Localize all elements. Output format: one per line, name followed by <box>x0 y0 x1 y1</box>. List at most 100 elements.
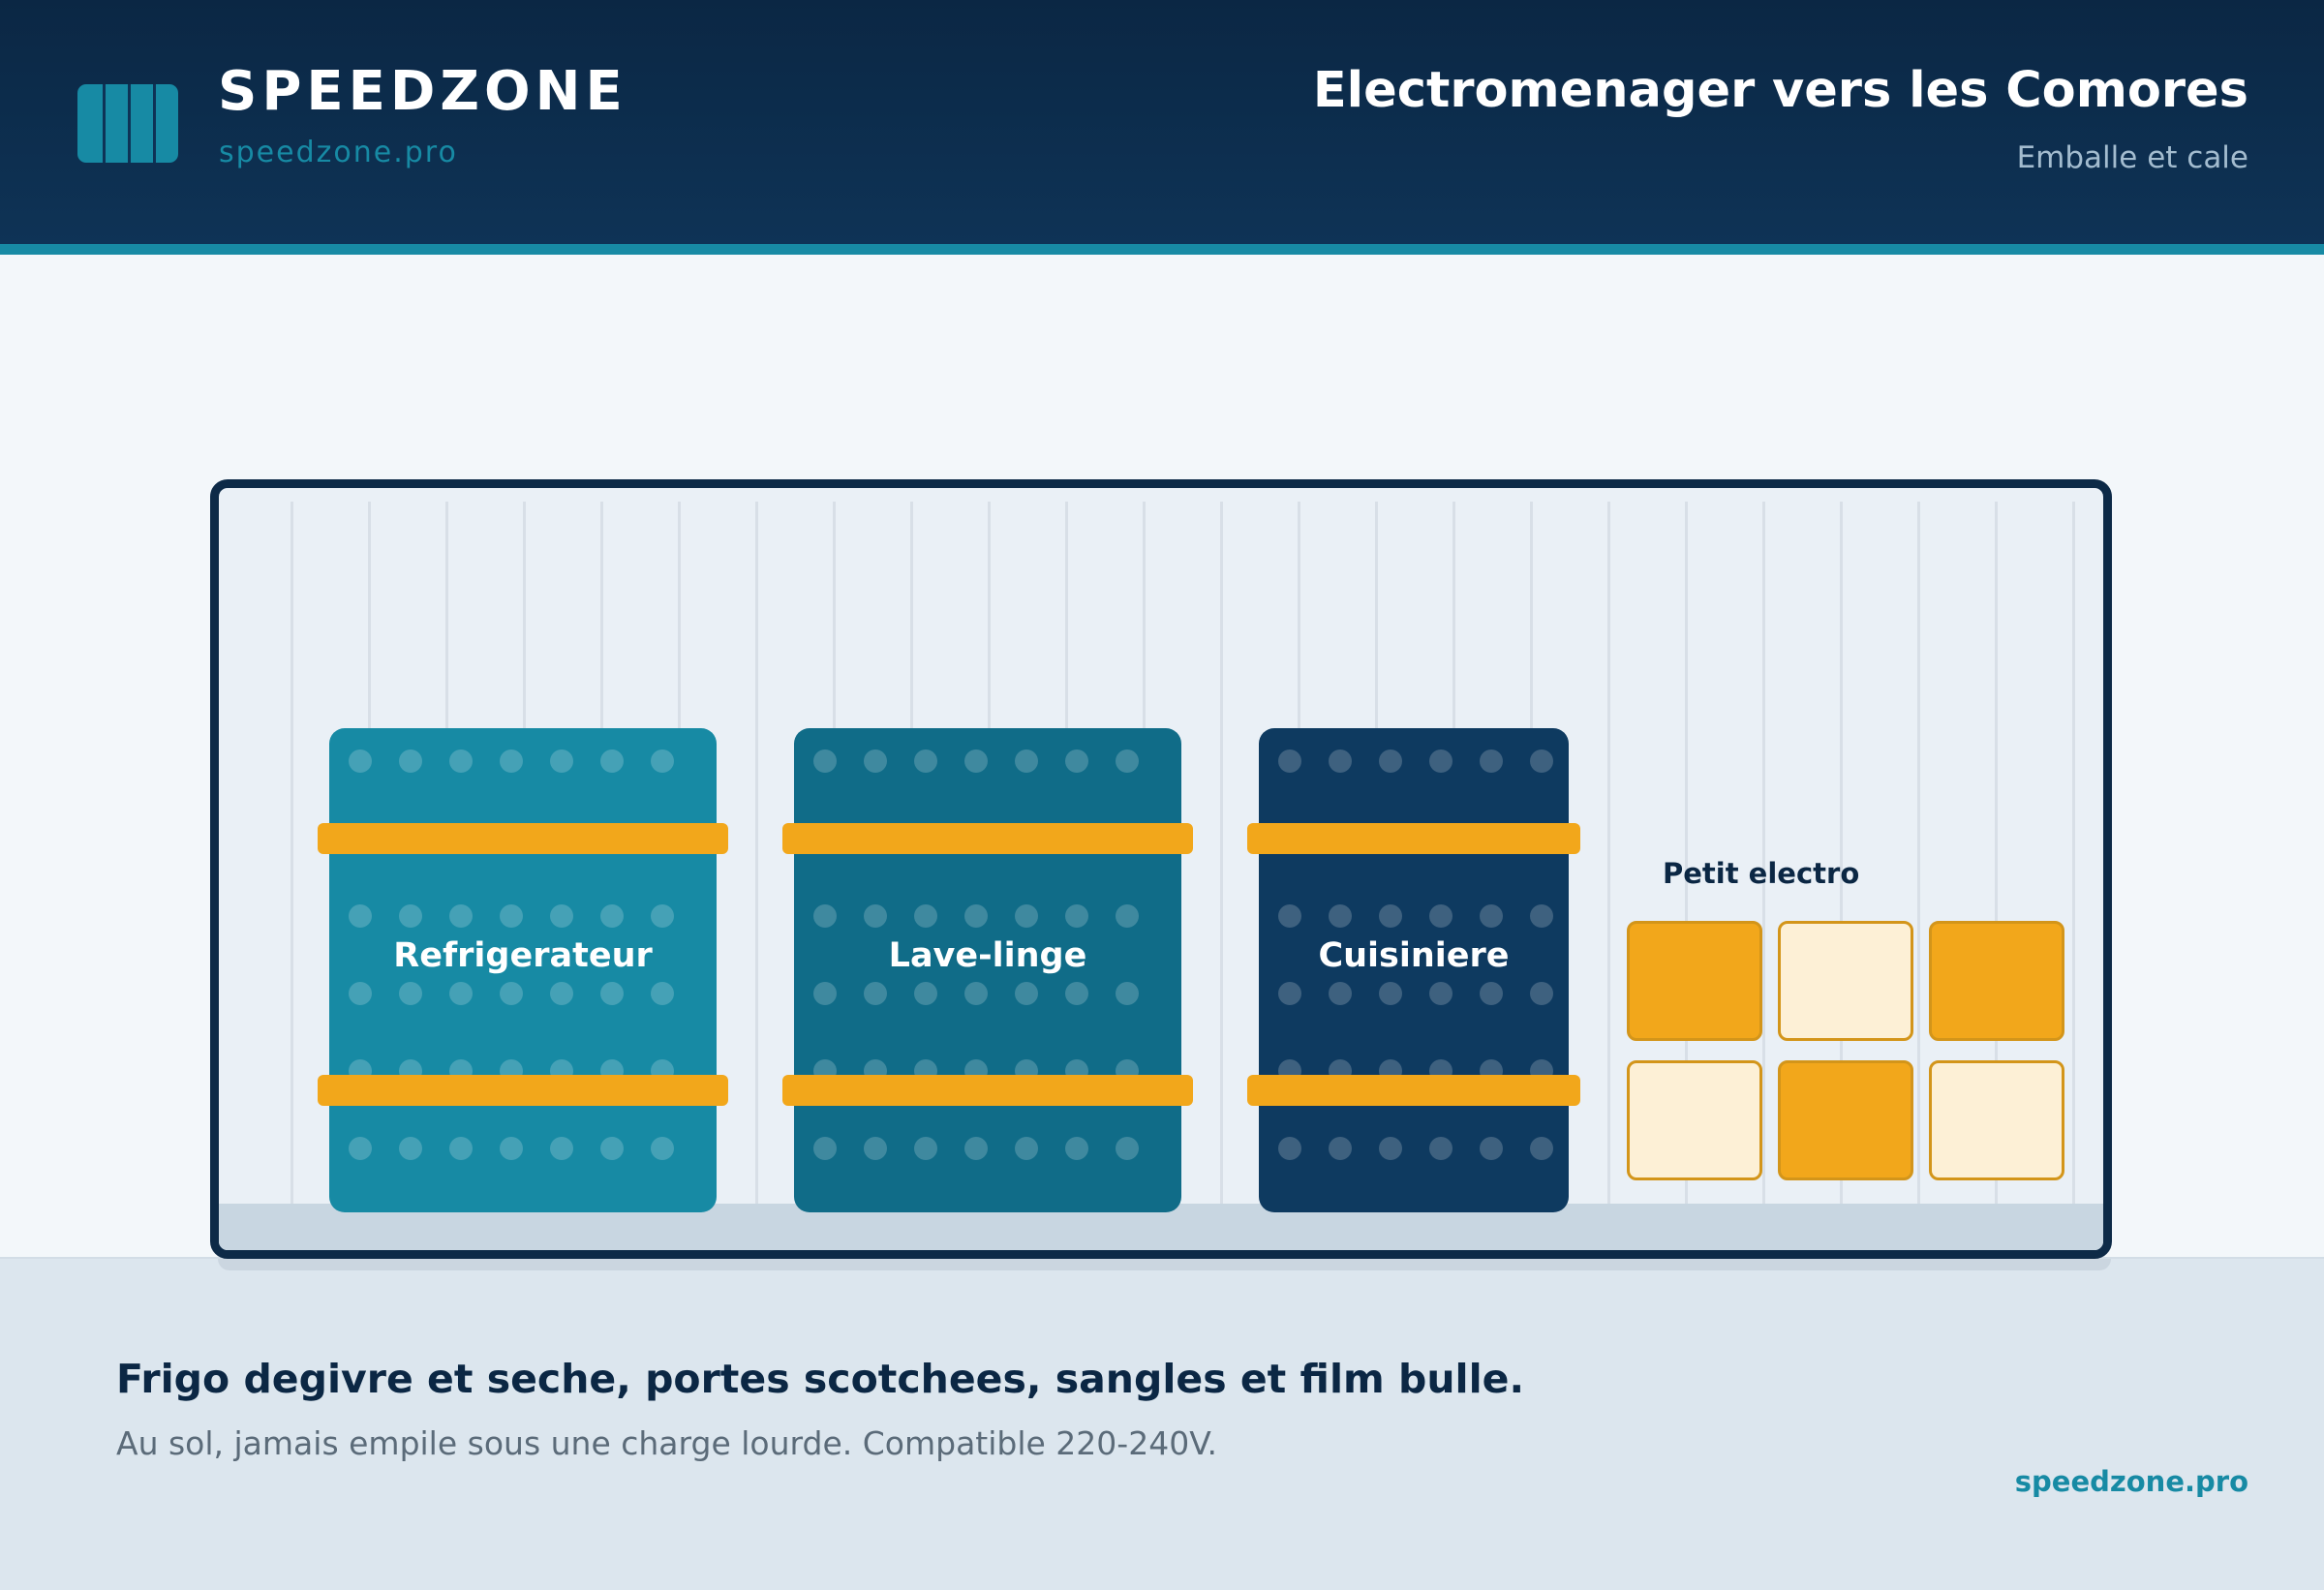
container-rib <box>2072 502 2075 1250</box>
vent-dot <box>449 749 473 773</box>
appliance-label-cooker: Cuisiniere <box>1318 936 1510 975</box>
vent-dot <box>349 904 372 928</box>
vent-dot <box>550 1137 573 1160</box>
caption-main: Frigo degivre et seche, portes scotchees… <box>116 1356 1525 1402</box>
vent-dot <box>1379 982 1402 1005</box>
container-rib <box>755 502 758 1250</box>
vent-dot <box>500 982 523 1005</box>
vent-dot <box>1065 904 1088 928</box>
vent-dot <box>349 982 372 1005</box>
vent-dot <box>449 904 473 928</box>
vent-dot <box>399 749 422 773</box>
strap <box>1247 1075 1580 1106</box>
vent-dot <box>1429 982 1452 1005</box>
vent-dot <box>1530 749 1553 773</box>
vent-dot <box>500 904 523 928</box>
vent-dot <box>964 1137 988 1160</box>
vent-dot <box>1065 982 1088 1005</box>
caption-sub: Au sol, jamais empile sous une charge lo… <box>116 1424 1218 1462</box>
small-appliance-box <box>1627 921 1762 1041</box>
vent-dot <box>1429 749 1452 773</box>
container-rib <box>1840 502 1843 1250</box>
vent-dot <box>1429 1137 1452 1160</box>
vent-dot <box>500 1137 523 1160</box>
vent-dot <box>651 749 674 773</box>
vent-dot <box>600 1137 624 1160</box>
footer-url: speedzone.pro <box>2014 1465 2248 1498</box>
vent-dot <box>399 982 422 1005</box>
vent-dot <box>1329 749 1352 773</box>
brand-name: SPEEDZONE <box>218 60 627 123</box>
vent-dot <box>1278 982 1301 1005</box>
vent-dot <box>550 904 573 928</box>
vent-dot <box>1015 749 1038 773</box>
vent-dot <box>914 1137 937 1160</box>
vent-dot <box>864 904 887 928</box>
vent-dot <box>1278 904 1301 928</box>
container-rib <box>1917 502 1920 1250</box>
vent-dot <box>813 1137 837 1160</box>
vent-dot <box>1116 982 1139 1005</box>
vent-dot <box>1530 982 1553 1005</box>
vent-dot <box>1480 1137 1503 1160</box>
strap <box>782 1075 1193 1106</box>
vent-dot <box>600 749 624 773</box>
vent-dot <box>1116 904 1139 928</box>
vent-dot <box>1379 904 1402 928</box>
vent-dot <box>449 1137 473 1160</box>
vent-dot <box>1015 1137 1038 1160</box>
container-rib <box>1607 502 1610 1250</box>
vent-dot <box>813 982 837 1005</box>
appliance-label-washing-machine: Lave-linge <box>888 936 1087 975</box>
vent-dot <box>1329 982 1352 1005</box>
appliance-refrigerator <box>318 728 728 1212</box>
vent-dot <box>864 749 887 773</box>
small-appliances-title: Petit electro <box>1663 857 1860 890</box>
container-logo-icon <box>77 84 178 163</box>
vent-dot <box>1278 1137 1301 1160</box>
strap <box>318 823 728 854</box>
vent-dot <box>550 749 573 773</box>
container-rib <box>1995 502 1998 1250</box>
ground-area <box>0 1257 2324 1590</box>
vent-dot <box>1379 1137 1402 1160</box>
header-accent-stripe <box>0 244 2324 255</box>
small-appliance-box <box>1929 921 2064 1041</box>
container-rib <box>1220 502 1223 1250</box>
vent-dot <box>1065 1137 1088 1160</box>
small-appliance-box <box>1929 1060 2064 1180</box>
vent-dot <box>399 904 422 928</box>
vent-dot <box>1379 749 1402 773</box>
vent-dot <box>651 982 674 1005</box>
vent-dot <box>1065 749 1088 773</box>
vent-dot <box>600 904 624 928</box>
container-rib <box>1685 502 1688 1250</box>
small-appliance-box <box>1627 1060 1762 1180</box>
strap <box>782 823 1193 854</box>
vent-dot <box>1480 982 1503 1005</box>
vent-dot <box>813 904 837 928</box>
vent-dot <box>600 982 624 1005</box>
page-title: Electromenager vers les Comores <box>1312 62 2248 119</box>
vent-dot <box>1278 749 1301 773</box>
vent-dot <box>864 1137 887 1160</box>
page-subtitle: Emballe et cale <box>2016 140 2248 175</box>
strap <box>318 1075 728 1106</box>
appliance-cooker <box>1247 728 1580 1212</box>
vent-dot <box>1429 904 1452 928</box>
brand-url: speedzone.pro <box>219 136 458 169</box>
vent-dot <box>964 982 988 1005</box>
strap <box>1247 823 1580 854</box>
vent-dot <box>914 749 937 773</box>
small-appliance-box <box>1778 921 1913 1041</box>
vent-dot <box>1530 904 1553 928</box>
small-appliance-box <box>1778 1060 1913 1180</box>
container-rib <box>1762 502 1765 1250</box>
vent-dot <box>1116 1137 1139 1160</box>
vent-dot <box>813 749 837 773</box>
container-rib <box>290 502 293 1250</box>
vent-dot <box>651 904 674 928</box>
vent-dot <box>1480 749 1503 773</box>
vent-dot <box>449 982 473 1005</box>
vent-dot <box>914 904 937 928</box>
